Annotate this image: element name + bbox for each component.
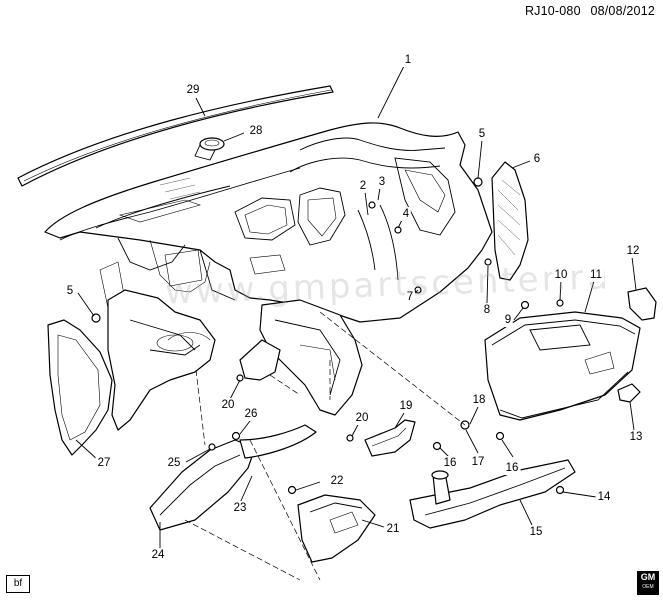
callout-21: 21: [384, 522, 402, 536]
corner-code: bf: [6, 575, 30, 593]
gm-logo: GM OEM: [637, 571, 659, 595]
callout-1: 1: [402, 53, 414, 67]
part-12-bracket: [627, 287, 657, 321]
part-29-strip: [17, 85, 334, 187]
diagram-header: RJ10-080 08/08/2012: [525, 4, 655, 18]
callout-27: 27: [95, 456, 113, 470]
callout-22: 22: [328, 474, 346, 488]
callout-13: 13: [627, 430, 645, 444]
callout-16-left: 16: [441, 456, 459, 470]
part-11-glove-box: [484, 311, 641, 421]
callout-5-left: 5: [64, 284, 76, 298]
callout-19: 19: [397, 399, 415, 413]
alignment-lines: [184, 311, 466, 581]
callout-20-right: 20: [353, 411, 371, 425]
callout-2: 2: [357, 179, 369, 193]
part-13-latch: [617, 383, 641, 403]
gm-logo-text: GM: [640, 572, 656, 582]
callout-29: 29: [184, 83, 202, 97]
callout-28: 28: [247, 124, 265, 138]
callout-20-left: 20: [219, 398, 237, 412]
callout-7: 7: [404, 290, 416, 304]
callout-26: 26: [242, 407, 260, 421]
callout-6: 6: [531, 152, 543, 166]
gm-logo-subtext: OEM: [642, 584, 654, 590]
callout-18: 18: [470, 393, 488, 407]
center-frame: [239, 299, 363, 416]
callout-10: 10: [552, 268, 570, 282]
fasteners: [91, 177, 565, 495]
callout-17: 17: [469, 455, 487, 469]
part-21-bin: [297, 494, 376, 563]
part-15-lower-trim: [409, 459, 576, 529]
callout-5-right: 5: [476, 127, 488, 141]
diagram-code: RJ10-080: [524, 4, 581, 18]
part-1-instrument-panel: [44, 122, 493, 323]
part-19-bracket: [364, 419, 416, 457]
callout-15: 15: [527, 525, 545, 539]
callout-24: 24: [149, 548, 167, 562]
part-27-end-panel: [47, 319, 113, 456]
callout-23: 23: [231, 501, 249, 515]
callout-3: 3: [376, 175, 388, 189]
diagram-date: 08/08/2012: [590, 4, 655, 18]
callout-25: 25: [165, 456, 183, 470]
callout-8: 8: [481, 303, 493, 317]
part-24-bolster: [149, 439, 256, 531]
lower-left-bracket: [107, 289, 216, 431]
callout-12: 12: [624, 244, 642, 258]
part-6-end-panel: [491, 161, 529, 281]
callout-14: 14: [595, 490, 613, 504]
callout-4: 4: [400, 207, 412, 221]
callout-16-right: 16: [503, 461, 521, 475]
callout-11: 11: [588, 268, 604, 282]
part-28-grille: [199, 132, 245, 151]
part-23-trim: [239, 424, 317, 459]
callout-9: 9: [502, 313, 514, 327]
